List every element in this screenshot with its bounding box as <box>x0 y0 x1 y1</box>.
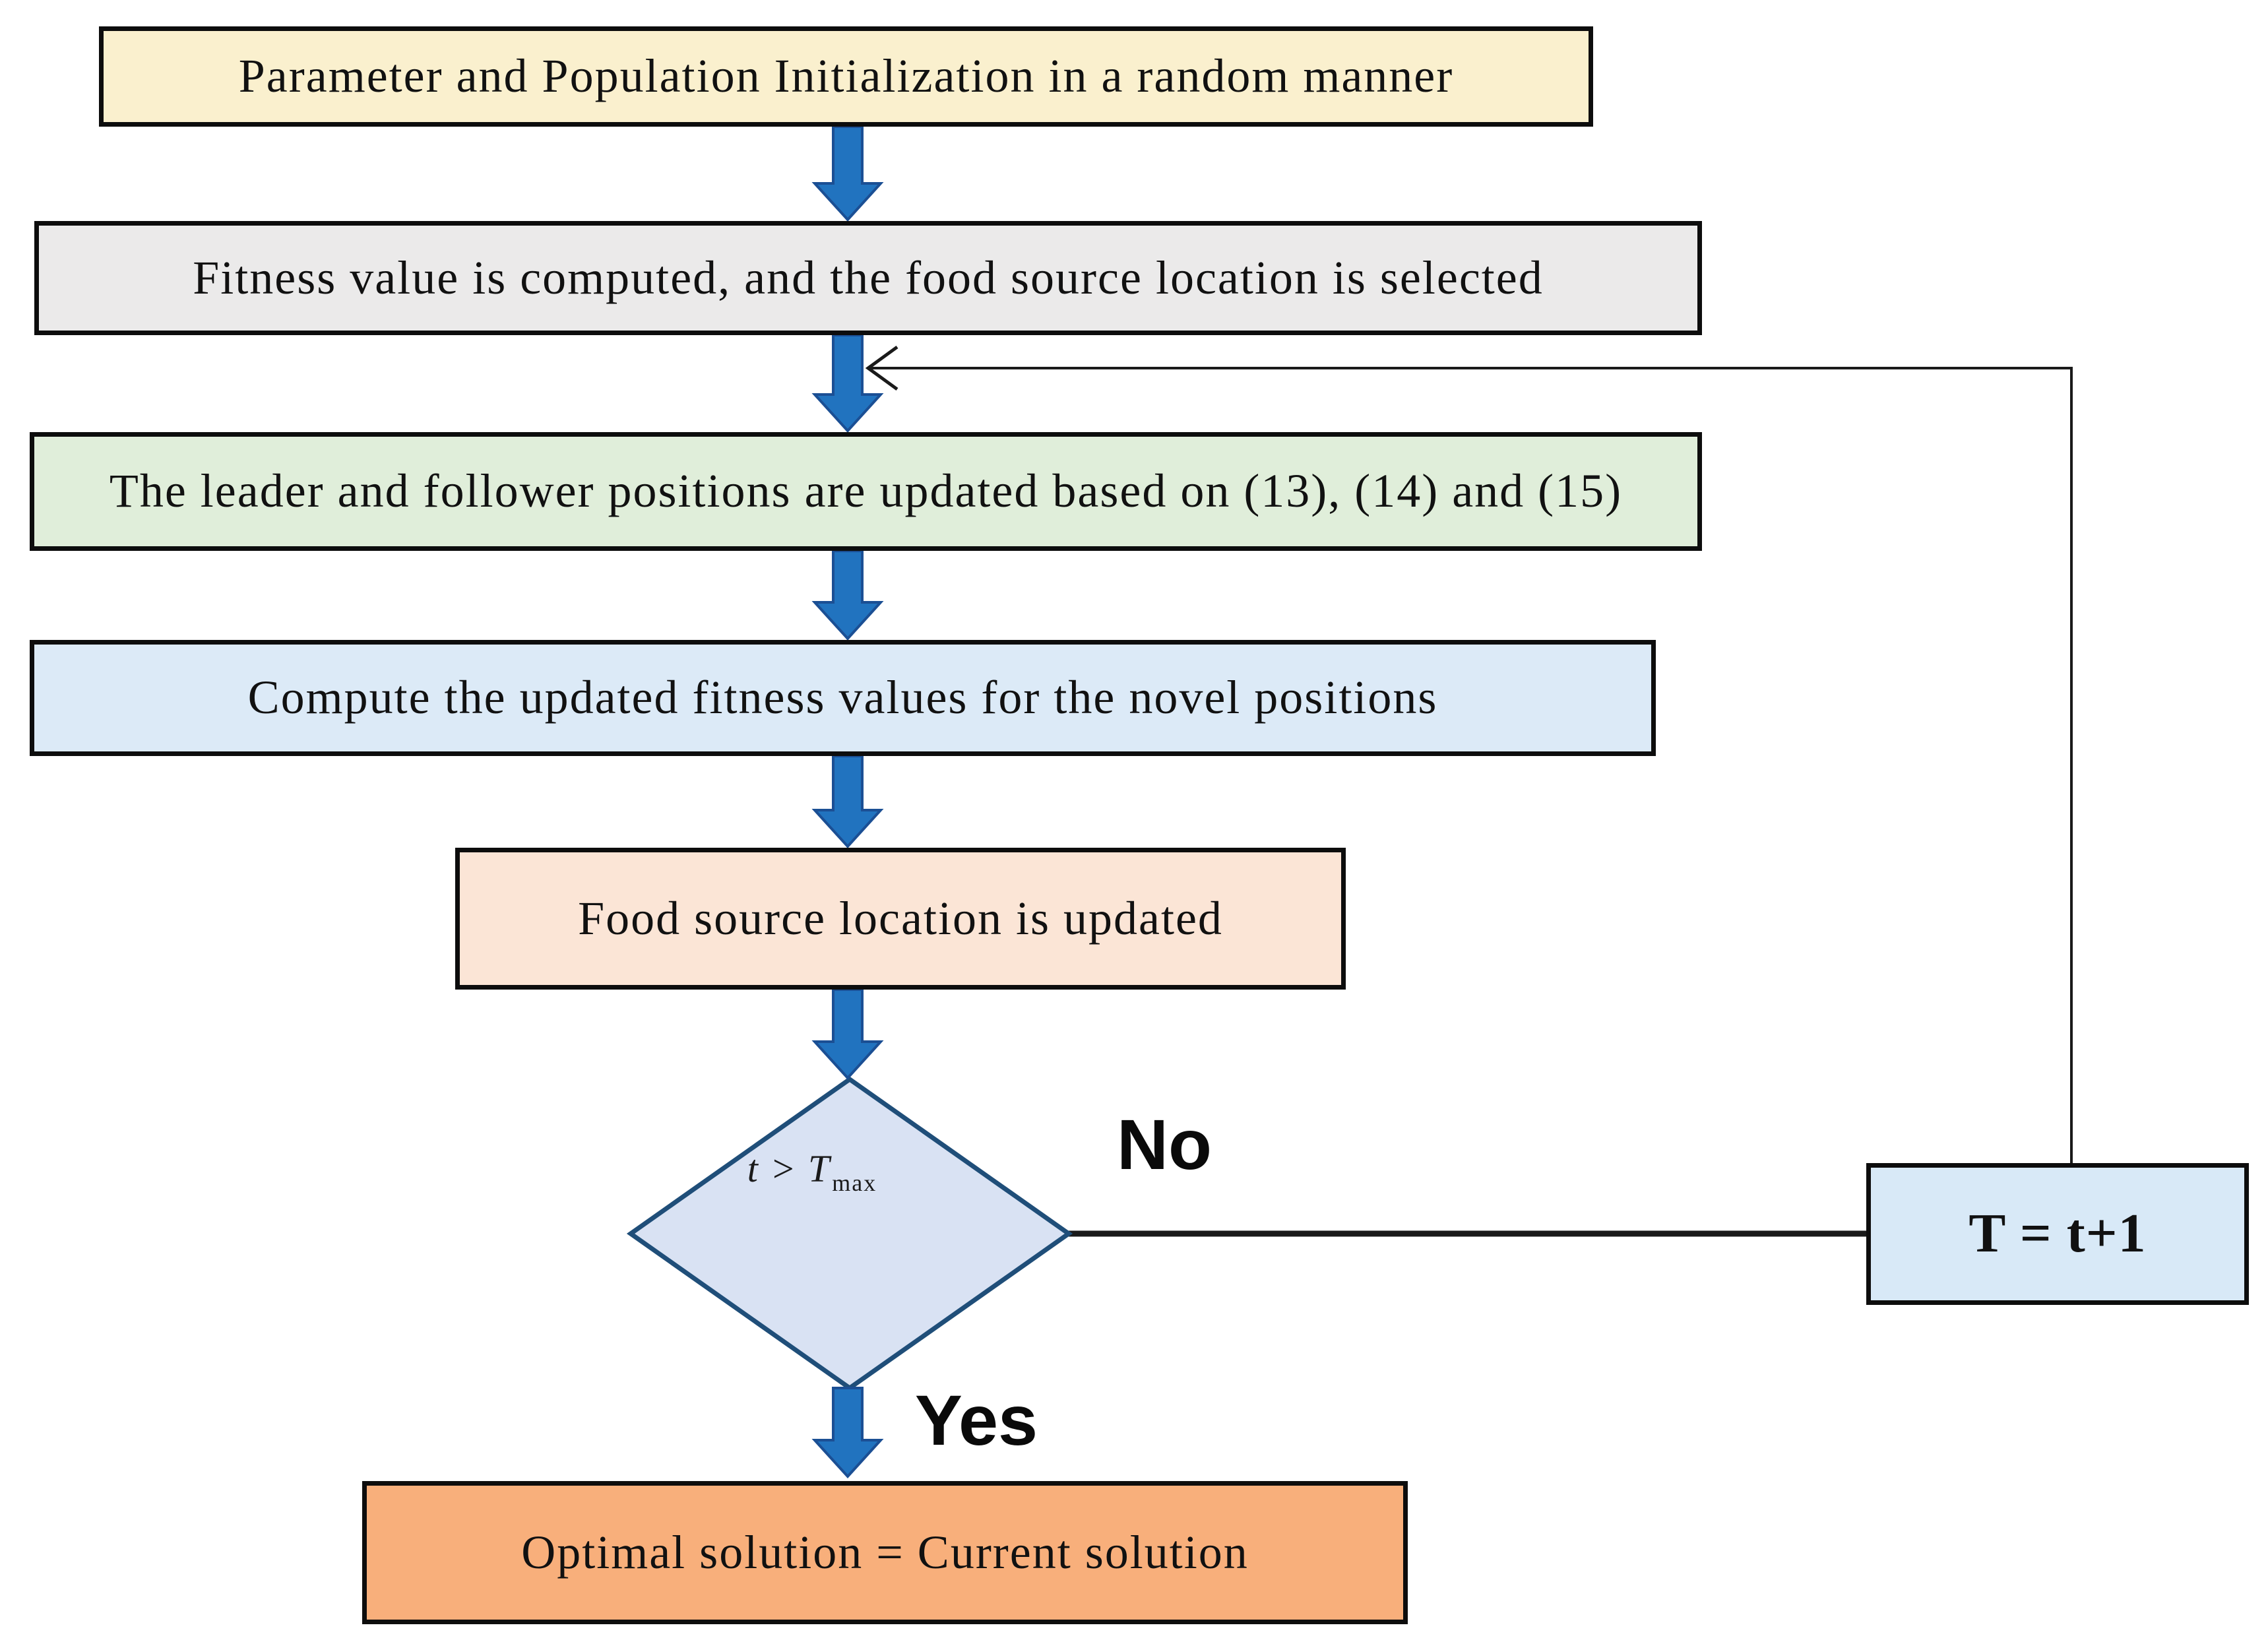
condition-subscript: max <box>832 1170 877 1196</box>
no-branch-label: No <box>1117 1104 1212 1184</box>
yes-branch-label: Yes <box>914 1380 1038 1460</box>
condition-expression: t > T <box>747 1147 831 1190</box>
down-arrow-icon <box>811 334 884 433</box>
node-updated-fitness: Compute the updated fitness values for t… <box>30 640 1656 756</box>
down-arrow-icon <box>811 550 884 641</box>
node-label: Parameter and Population Initialization … <box>238 49 1454 103</box>
down-arrow-icon <box>811 755 884 848</box>
node-label: Fitness value is computed, and the food … <box>193 251 1544 304</box>
down-arrow-icon <box>811 988 884 1080</box>
node-label: Optimal solution = Current solution <box>521 1525 1249 1579</box>
feedback-line <box>868 367 2073 1163</box>
down-arrow-icon <box>811 125 884 222</box>
node-iteration-increment: T = t+1 <box>1866 1163 2249 1305</box>
node-label: The leader and follower positions are up… <box>109 464 1623 518</box>
feedback-arrowhead-icon <box>865 345 898 391</box>
node-food-source-update: Food source location is updated <box>455 848 1346 990</box>
node-position-update: The leader and follower positions are up… <box>30 432 1702 551</box>
node-label: Compute the updated fitness values for t… <box>247 671 1438 724</box>
yes-down-arrow-icon <box>811 1387 884 1478</box>
node-parameter-initialization: Parameter and Population Initialization … <box>99 26 1593 127</box>
node-label: Food source location is updated <box>578 891 1223 945</box>
node-fitness-computation: Fitness value is computed, and the food … <box>34 221 1702 335</box>
node-label: T = t+1 <box>1969 1203 2147 1265</box>
node-optimal-solution: Optimal solution = Current solution <box>362 1481 1408 1624</box>
